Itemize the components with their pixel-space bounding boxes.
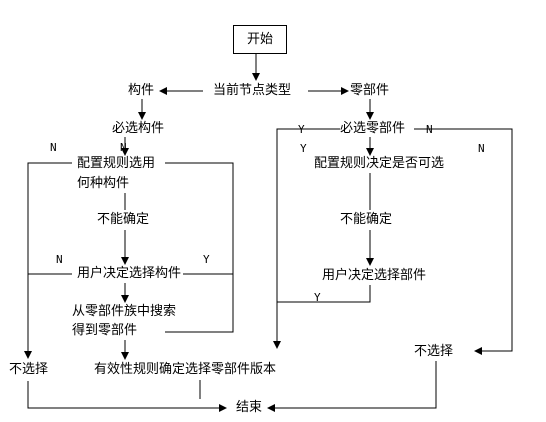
branch-label-n: N [56,253,63,266]
part-node: 零部件 [350,83,390,98]
end-node: 结束 [236,400,263,415]
branch-label-n: N [426,123,433,136]
current-node-type: 当前节点类型 [213,83,292,98]
branch-label-y: Y [298,123,305,136]
not-select-right: 不选择 [414,344,454,359]
branch-label-n: N [50,141,57,154]
branch-label-y: Y [314,291,321,304]
branch-label-n: N [478,142,485,155]
search-family-line2: 得到零部件 [72,323,138,338]
branch-label-y: Y [203,253,210,266]
user-select-component-node: 用户决定选择构件 [77,266,182,281]
config-rule-select-line2: 何种构件 [77,176,130,191]
config-rule-select-line1: 配置规则选用 [77,156,156,171]
validity-rule-node: 有效性规则确定选择零部件版本 [94,362,277,377]
search-family-line1: 从零部件族中搜索 [72,304,177,319]
undetermined-left: 不能确定 [97,212,150,227]
required-component-node: 必选构件 [112,121,165,136]
required-part-node: 必选零部件 [340,121,406,136]
not-select-left: 不选择 [9,362,49,377]
start-node: 开始 [233,25,287,54]
config-rule-optional-node: 配置规则决定是否可选 [314,156,445,171]
component-node: 构件 [128,83,155,98]
user-select-part-node: 用户决定选择部件 [322,268,427,283]
start-label: 开始 [246,31,273,47]
branch-label-y: Y [300,142,307,155]
branch-label-n: N [120,141,127,154]
undetermined-right: 不能确定 [340,212,393,227]
